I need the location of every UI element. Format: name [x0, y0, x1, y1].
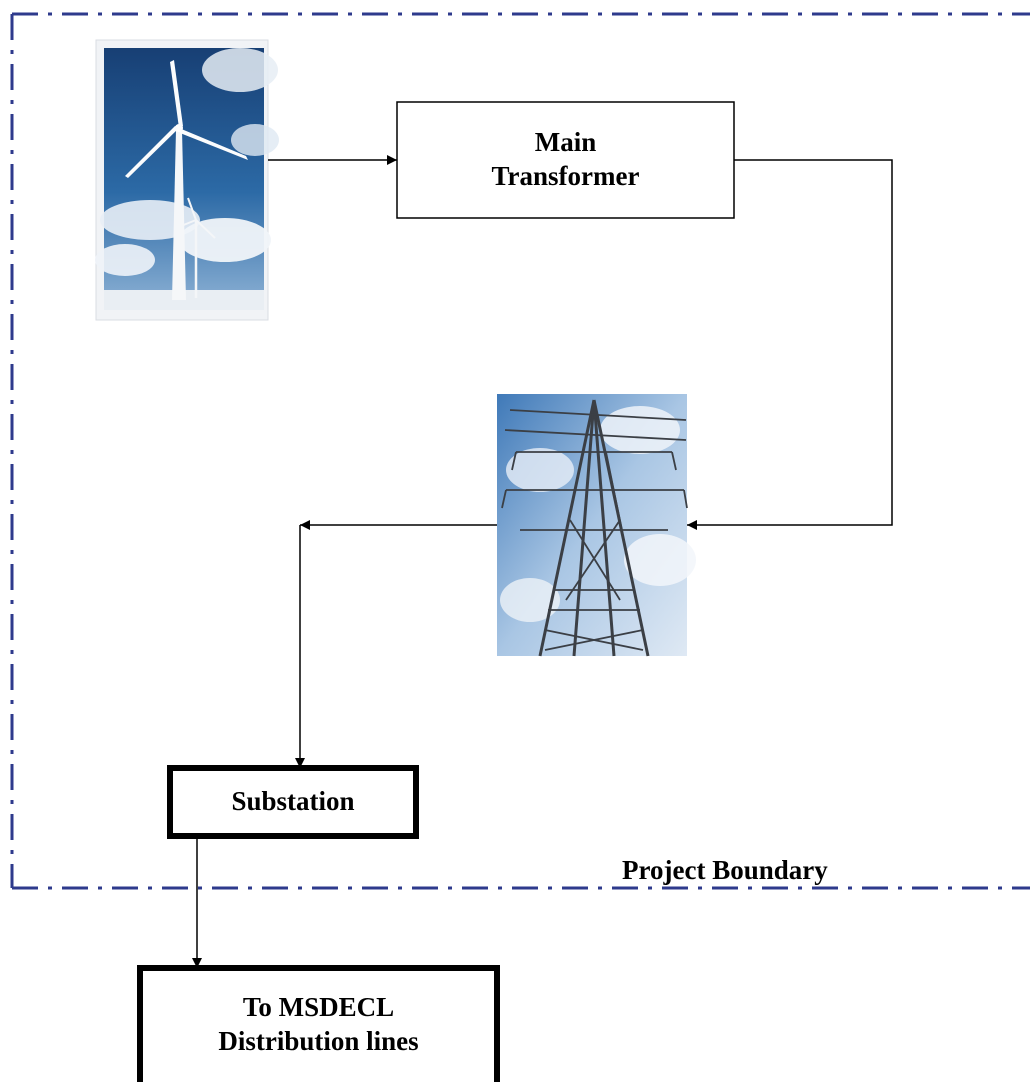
main-transformer-label: Main Transformer [491, 127, 640, 191]
arrow-transformer-to-tower [687, 159, 893, 530]
project-boundary-label: Project Boundary [622, 855, 828, 885]
transmission-tower-photo [497, 394, 696, 657]
distribution-box [137, 965, 500, 1082]
project-boundary [10, 12, 1030, 890]
substation-label: Substation [231, 786, 355, 817]
distribution-lines-label: To MSDECL Distribution lines [218, 992, 419, 1056]
wind-turbine-photo [95, 39, 279, 321]
substation-box [167, 765, 419, 839]
main-transformer-box [396, 101, 735, 219]
